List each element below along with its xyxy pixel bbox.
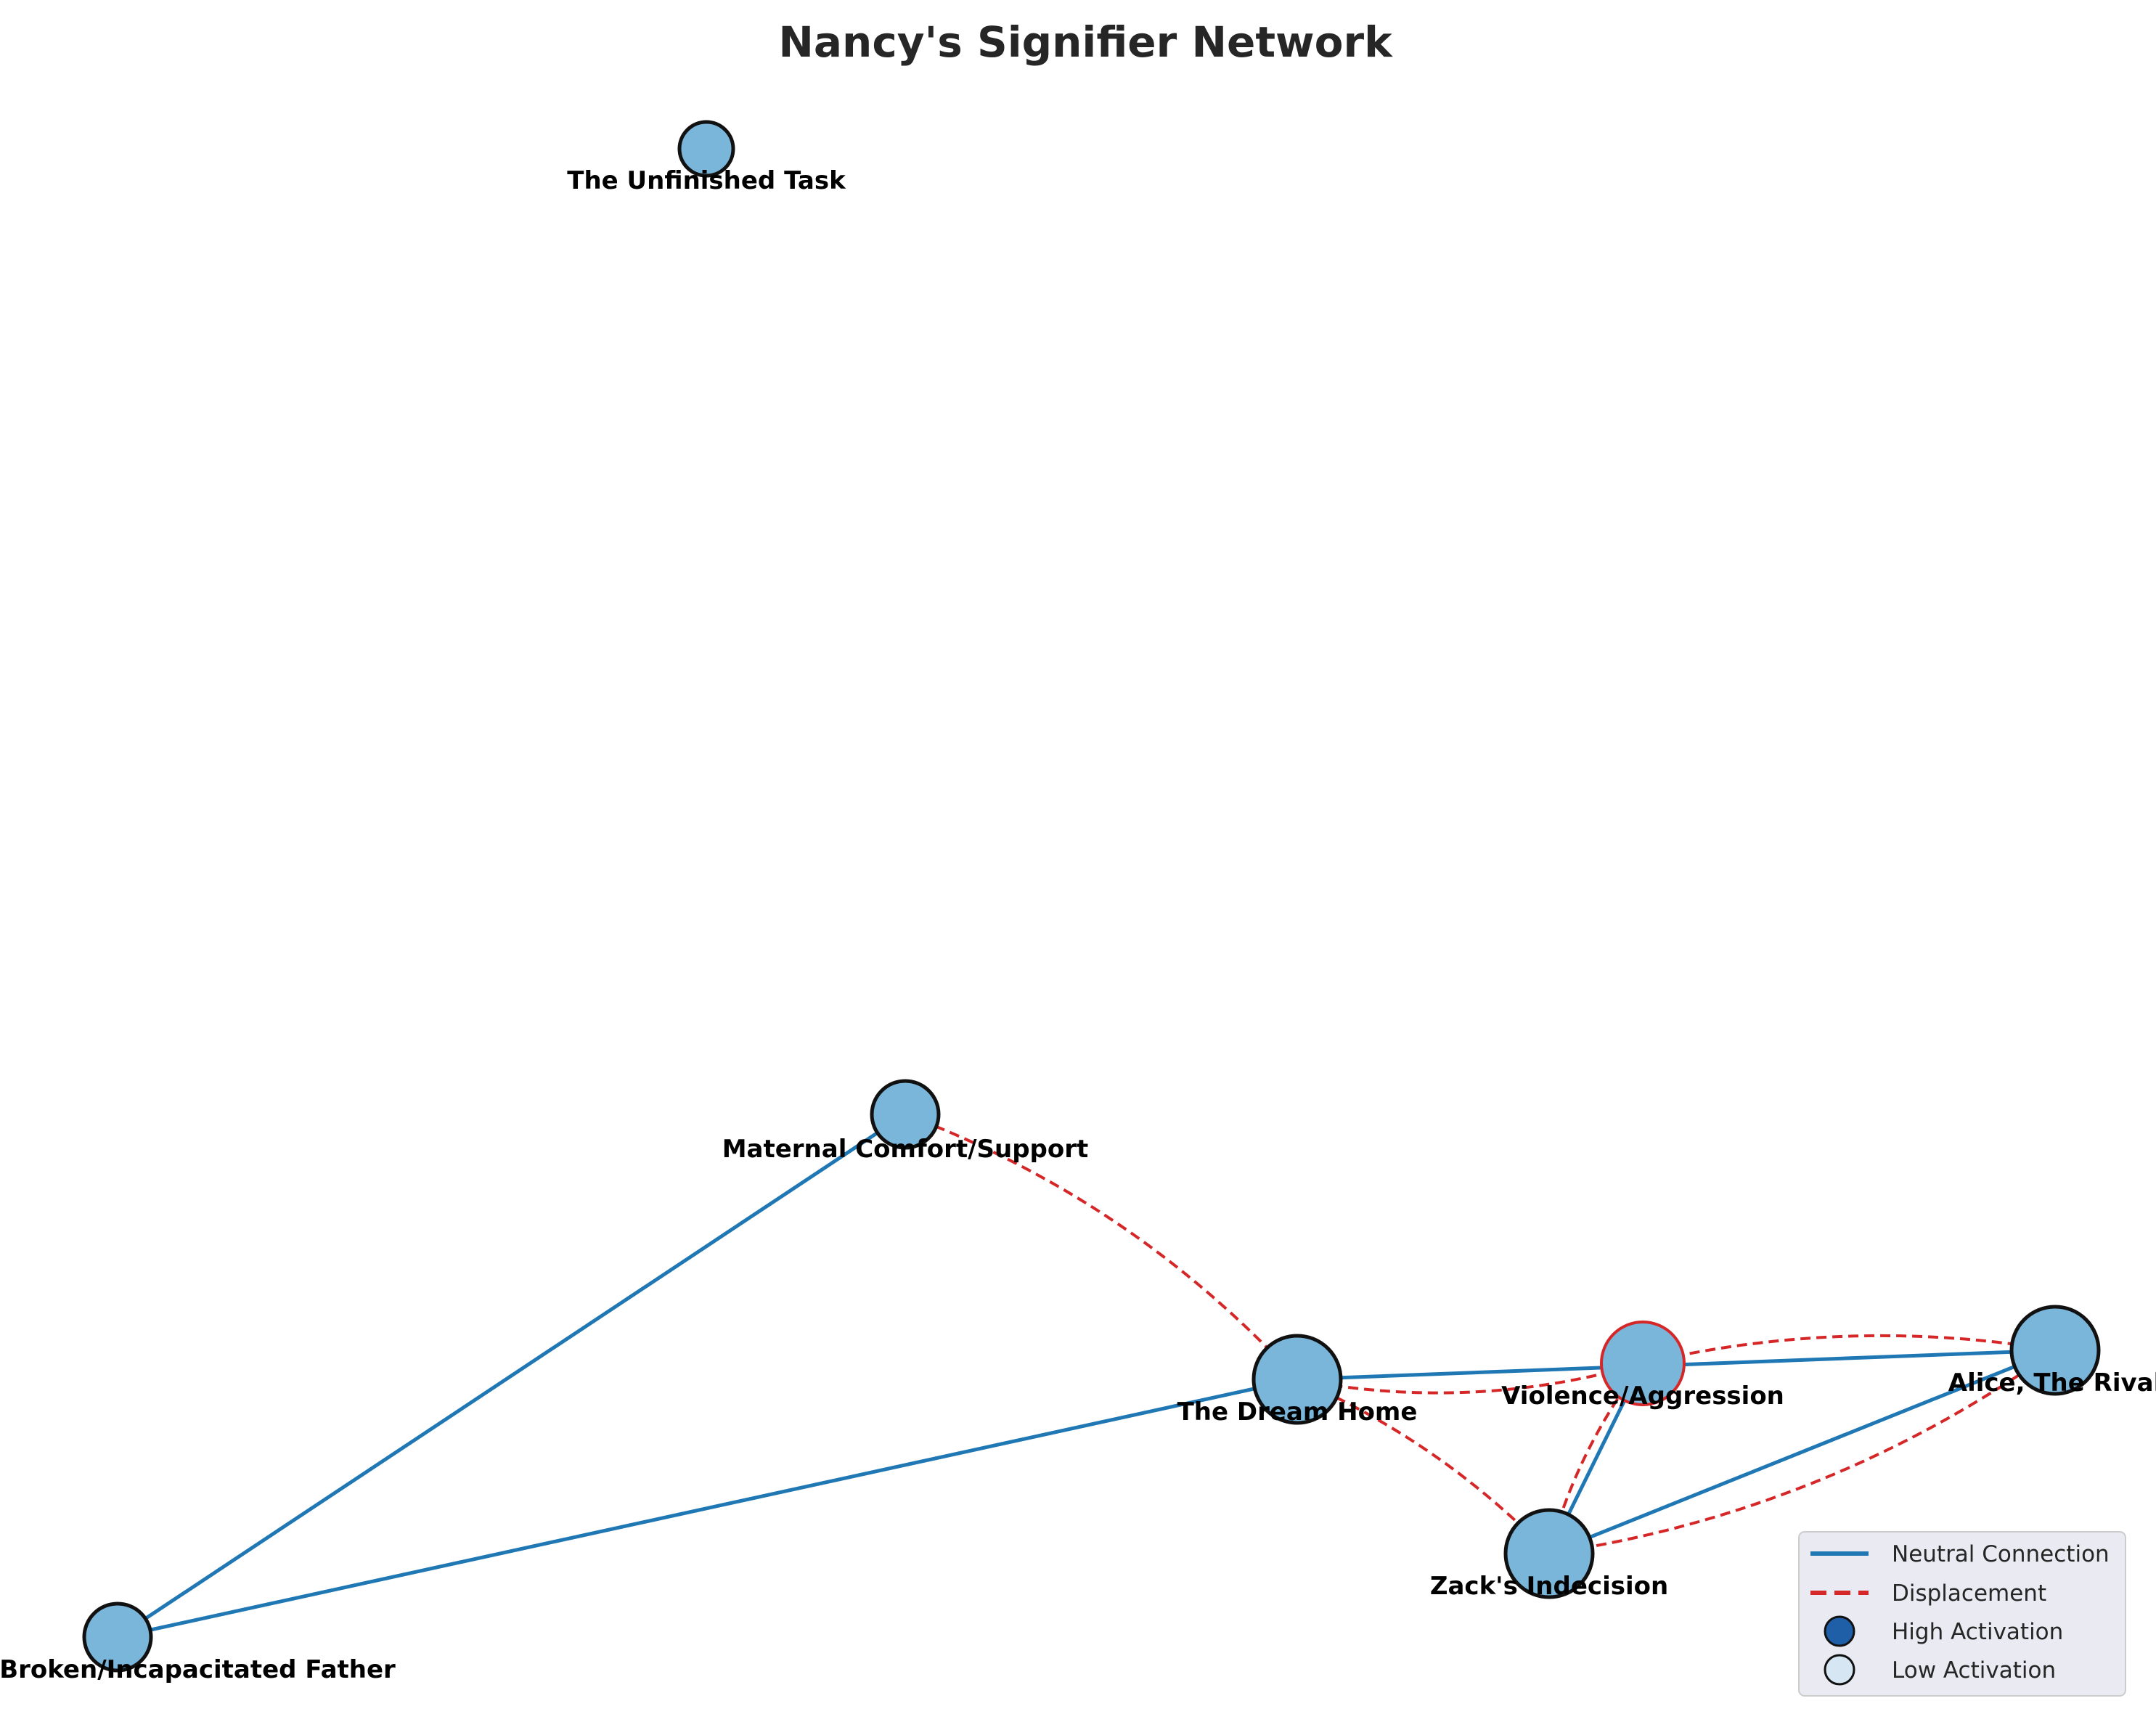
- node-zack: [1503, 1508, 1595, 1599]
- diagram-title: Nancy's Signifier Network: [778, 17, 1393, 67]
- edge-neutral-zack-to-alice: [1548, 1348, 2055, 1556]
- legend-box: [1798, 1531, 2126, 1697]
- legend-displacement-label: Displacement: [1892, 1580, 2046, 1607]
- nodes-layer: [82, 120, 2101, 1673]
- edge-neutral-maternal-to-father: [118, 1112, 907, 1639]
- node-label-alice: Alice, The Rival: [1948, 1368, 2156, 1397]
- edges-layer: [117, 1112, 2055, 1639]
- legend-low-activation-label: Low Activation: [1892, 1657, 2056, 1684]
- node-unfinished: [677, 120, 735, 178]
- legend-neutral-label: Neutral Connection: [1892, 1541, 2110, 1567]
- node-label-dream: The Dream Home: [1177, 1397, 1418, 1427]
- node-violence: [1600, 1321, 1686, 1406]
- legend: Neutral Connection Displacement High Act…: [1798, 1531, 2126, 1697]
- node-father: [82, 1601, 153, 1673]
- edge-displacement-violence-to-dream: [1297, 1362, 1643, 1395]
- legend-high-activation-marker: [1824, 1615, 1855, 1647]
- edge-displacement-zack-to-alice: [1548, 1350, 2055, 1555]
- edge-neutral-father-to-dream: [117, 1379, 1297, 1639]
- edge-displacement-violence-to-alice: [1642, 1334, 2055, 1365]
- node-label-zack: Zack's Indecision: [1430, 1572, 1668, 1601]
- node-maternal: [870, 1079, 941, 1150]
- node-label-unfinished: The Unfinished Task: [567, 166, 846, 195]
- legend-low-activation-marker: [1824, 1654, 1855, 1686]
- node-dream: [1251, 1334, 1343, 1425]
- node-label-father: Broken/Incapacitated Father: [0, 1655, 396, 1684]
- node-label-maternal: Maternal Comfort/Support: [722, 1135, 1089, 1164]
- legend-high-activation-label: High Activation: [1892, 1619, 2063, 1645]
- node-alice: [2009, 1305, 2101, 1396]
- edge-displacement-maternal-to-dream: [905, 1113, 1297, 1379]
- node-label-violence: Violence/Aggression: [1501, 1382, 1784, 1411]
